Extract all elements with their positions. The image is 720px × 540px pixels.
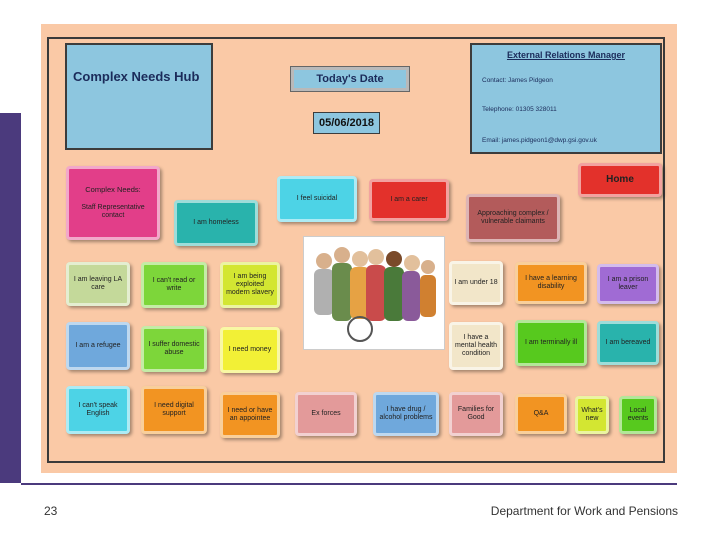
terminally-ill-button[interactable]: I am terminally ill (515, 320, 587, 366)
ex-forces-button[interactable]: Ex forces (295, 392, 357, 436)
learning-disability-button[interactable]: I have a learning disability (515, 262, 587, 304)
erm-contact: Contact: James Pidgeon (482, 77, 553, 84)
erm-email: Email: james.pidgeon1@dwp.gsi.gov.uk (482, 137, 597, 144)
complex-needs-title: Complex Needs: (85, 185, 141, 194)
hub-title-box: Complex Needs Hub (65, 43, 213, 150)
cant-read-write-button[interactable]: I can't read or write (141, 262, 207, 308)
qa-button[interactable]: Q&A (515, 394, 567, 434)
hub-title: Complex Needs Hub (73, 69, 200, 84)
page-number: 23 (44, 504, 58, 518)
bereaved-button[interactable]: I am bereaved (597, 321, 659, 365)
footer-rule (21, 483, 677, 485)
local-events-button[interactable]: Local events (619, 396, 657, 434)
left-accent-bar (0, 113, 21, 483)
homeless-button[interactable]: I am homeless (174, 200, 258, 246)
leaving-la-care-button[interactable]: I am leaving LA care (66, 262, 130, 306)
carer-button[interactable]: I am a carer (369, 179, 449, 221)
people-illustration (303, 236, 445, 350)
external-relations-panel: External Relations Manager Contact: Jame… (470, 43, 662, 154)
slide-border (47, 37, 665, 463)
appointee-button[interactable]: I need or have an appointee (220, 392, 280, 438)
date-value: 05/06/2018 (313, 112, 380, 134)
todays-date-label: Today's Date (290, 66, 410, 92)
need-money-button[interactable]: I need money (220, 327, 280, 373)
erm-telephone: Telephone: 01305 328011 (482, 106, 557, 113)
people-icon (314, 247, 436, 342)
suicidal-button[interactable]: I feel suicidal (277, 176, 357, 222)
prison-leaver-button[interactable]: I am a prison leaver (597, 264, 659, 304)
mental-health-button[interactable]: I have a mental health condition (449, 322, 503, 370)
complex-needs-button[interactable]: Complex Needs: Staff Representative cont… (66, 166, 160, 240)
families-first-button[interactable]: Families for Good (449, 392, 503, 436)
complex-needs-sub: Staff Representative contact (81, 204, 145, 219)
under-18-button[interactable]: I am under 18 (449, 261, 503, 305)
cant-speak-english-button[interactable]: I can't speak English (66, 386, 130, 434)
whats-new-button[interactable]: What's new (575, 396, 609, 434)
home-button[interactable]: Home (578, 163, 662, 197)
drug-alcohol-button[interactable]: I have drug / alcohol problems (373, 392, 439, 436)
modern-slavery-button[interactable]: I am being exploited modern slavery (220, 262, 280, 308)
approaching-claimants-button[interactable]: Approaching complex / vulnerable claiman… (466, 194, 560, 242)
refugee-button[interactable]: I am a refugee (66, 322, 130, 370)
digital-support-button[interactable]: I need digital support (141, 386, 207, 434)
domestic-abuse-button[interactable]: I suffer domestic abuse (141, 326, 207, 372)
erm-title: External Relations Manager (506, 50, 626, 60)
department-name: Department for Work and Pensions (490, 504, 678, 518)
